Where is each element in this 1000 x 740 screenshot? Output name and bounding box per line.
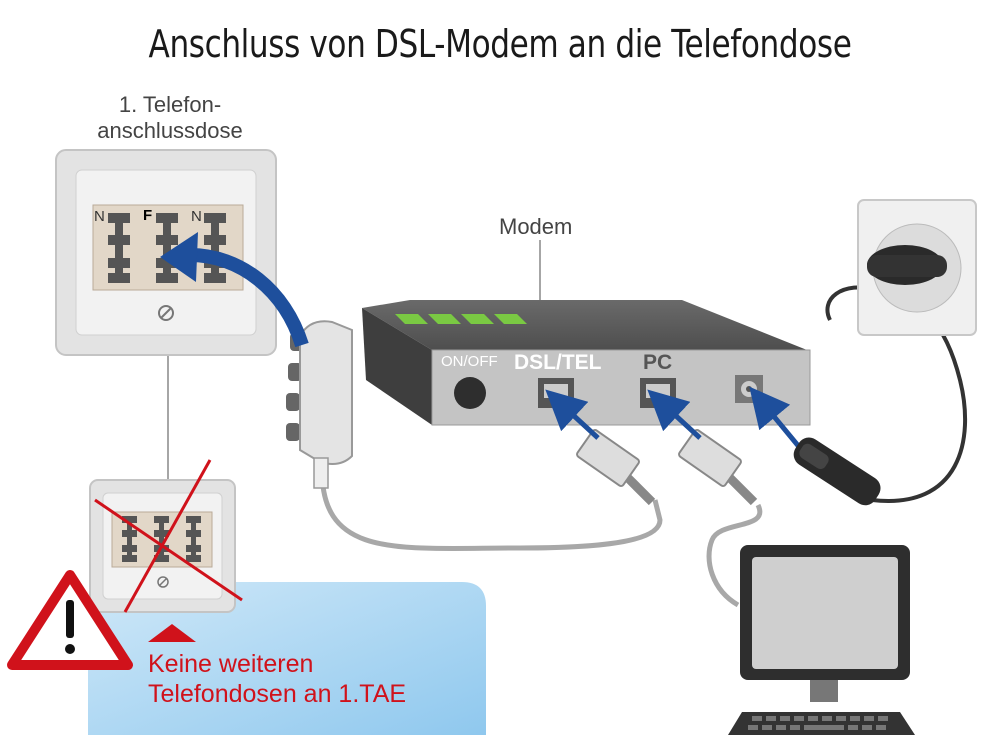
computer: [728, 545, 915, 735]
pin-label-f: F: [143, 207, 153, 224]
cross-mark: [94, 498, 243, 602]
pc-cable: [706, 503, 763, 608]
dsl-arrow: [545, 389, 600, 440]
pin-label-n-right: N: [191, 208, 202, 225]
pc-port-label: PC: [643, 351, 673, 374]
pc-arrow: [647, 389, 702, 440]
socket-label: 1. Telefon- anschlussdose: [95, 92, 245, 144]
plug-arrow-head: [160, 232, 198, 282]
dsl-port-label: DSL/TEL: [514, 351, 602, 374]
warning-text-line2: Telefondosen an 1.TAE: [148, 680, 407, 708]
pointer-triangle: [148, 624, 196, 642]
page-title: Anschluss von DSL-Modem an die Telefondo…: [148, 22, 852, 66]
modem-label: Modem: [499, 214, 573, 239]
power-outlet: [857, 199, 977, 336]
tae-plug: [286, 320, 353, 489]
cross-mark: [123, 459, 212, 613]
pc-rj-plug: [678, 429, 758, 506]
dsl-cable: [319, 469, 663, 552]
socket-label-line2: anschlussdose: [97, 118, 243, 143]
plug-arrow: [189, 248, 309, 348]
pin-label-n-left: N: [94, 208, 105, 225]
primary-tae-socket: [55, 149, 277, 356]
power-adapter: [793, 437, 881, 506]
status-leds: [395, 314, 527, 324]
power-cable: [825, 285, 968, 503]
dsl-rj-plug: [576, 429, 656, 506]
info-panel: [88, 582, 486, 735]
socket-label-line1: 1. Telefon-: [118, 92, 222, 117]
onoff-label: ON/OFF: [441, 353, 498, 370]
secondary-socket: [89, 459, 243, 613]
warning-icon: [7, 570, 133, 670]
power-arrow: [749, 386, 802, 450]
power-button: [454, 377, 486, 409]
warning-text-line1: Keine weiteren: [148, 650, 314, 678]
